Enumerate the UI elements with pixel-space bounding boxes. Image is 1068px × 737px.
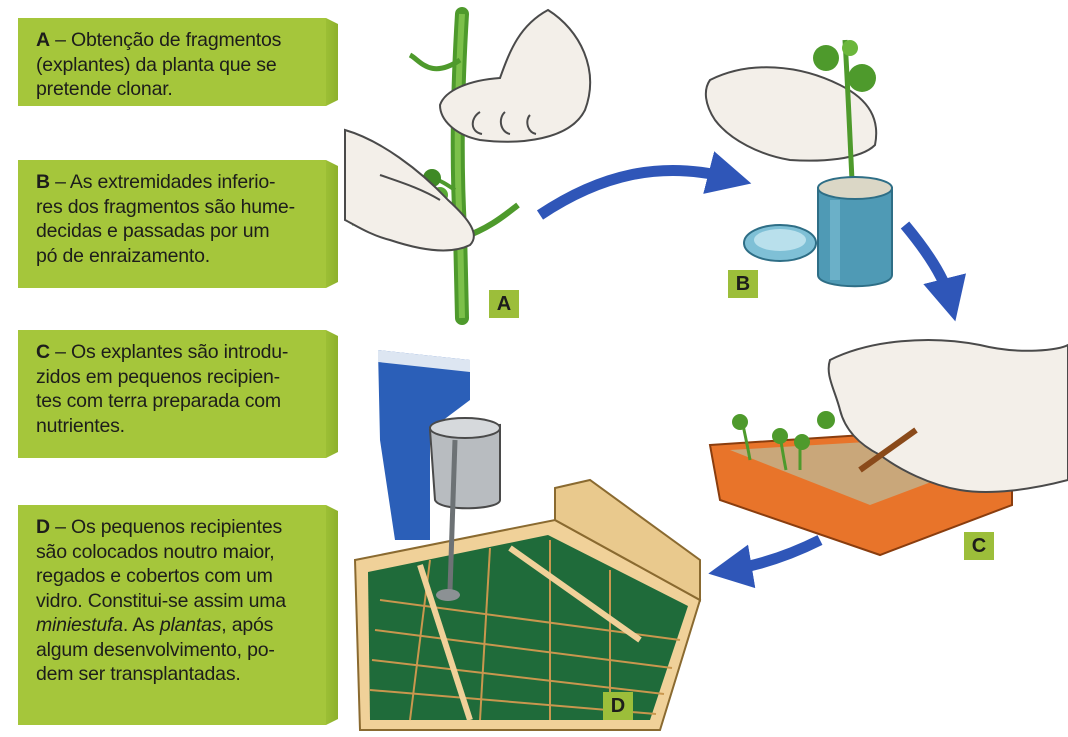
arrow-a-to-b — [536, 151, 752, 220]
step-d-line-6: algum desenvolvimento, po- — [36, 638, 275, 661]
step-b-line-4: pó de enraizamento. — [36, 244, 210, 267]
step-a-description: A – Obtenção de fragmentos (explantes) d… — [18, 18, 326, 106]
miniestufa-term: miniestufa — [36, 614, 123, 636]
step-c-line-4: nutrientes. — [36, 414, 125, 437]
step-c-letter: C — [36, 341, 50, 363]
step-a-line-3: pretende clonar. — [36, 78, 173, 100]
step-c-line-2: zidos em pequenos recipien- — [36, 365, 280, 388]
step-d-line-4: vidro. Constitui-se assim uma — [36, 589, 286, 612]
step-a-line-2: (explantes) da planta que se — [36, 53, 277, 76]
plantas-term: plantas — [159, 614, 222, 636]
arrow-b-to-c — [900, 221, 966, 322]
step-a-line-1: – Obtenção de fragmentos — [55, 29, 282, 51]
hand-left-illustration — [344, 128, 475, 252]
label-b-tag: B — [728, 270, 758, 298]
step-d-letter: D — [36, 516, 50, 538]
greenhouse-tray-illustration — [353, 478, 702, 731]
step-d-description: D – Os pequenos recipientes são colocado… — [18, 505, 326, 725]
step-c-description: C – Os explantes são introdu- zidos em p… — [18, 330, 326, 458]
step-d-line-5-post: , após — [221, 614, 274, 636]
step-d-line-5-mid: . As — [122, 614, 160, 636]
step-b-line-2: res dos fragmentos são hume- — [36, 195, 295, 218]
step-b-line-3: decidas e passadas por um — [36, 220, 270, 242]
step-d-line-2: são colocados noutro maior, — [36, 540, 275, 563]
step-b-line-1: – As extremidades inferio- — [55, 171, 276, 193]
label-d-tag: D — [603, 692, 633, 720]
step-d-line-3: regados e cobertos com um — [36, 565, 273, 587]
step-d-line-7: dem ser transplantadas. — [36, 663, 241, 685]
label-c-tag: C — [964, 532, 994, 560]
step-d-line-5: miniestufa. As plantas, após — [36, 613, 314, 638]
arrow-c-to-d — [708, 535, 823, 589]
hand-top-illustration — [438, 8, 592, 143]
hand-plantlet-illustration — [704, 39, 878, 181]
step-b-description: B – As extremidades inferio- res dos fra… — [18, 160, 326, 288]
step-c-line-1: – Os explantes são introdu- — [55, 341, 289, 363]
hands-planting-illustration — [827, 339, 1068, 493]
step-b-letter: B — [36, 171, 50, 193]
step-d-line-1: – Os pequenos recipientes — [55, 516, 283, 538]
step-c-line-3: tes com terra preparada com — [36, 390, 281, 412]
rooting-powder-jar-illustration — [743, 176, 893, 288]
person-legs-illustration — [378, 350, 470, 540]
watering-can-illustration — [428, 417, 501, 601]
step-a-letter: A — [36, 29, 50, 51]
label-a-tag: A — [489, 290, 519, 318]
